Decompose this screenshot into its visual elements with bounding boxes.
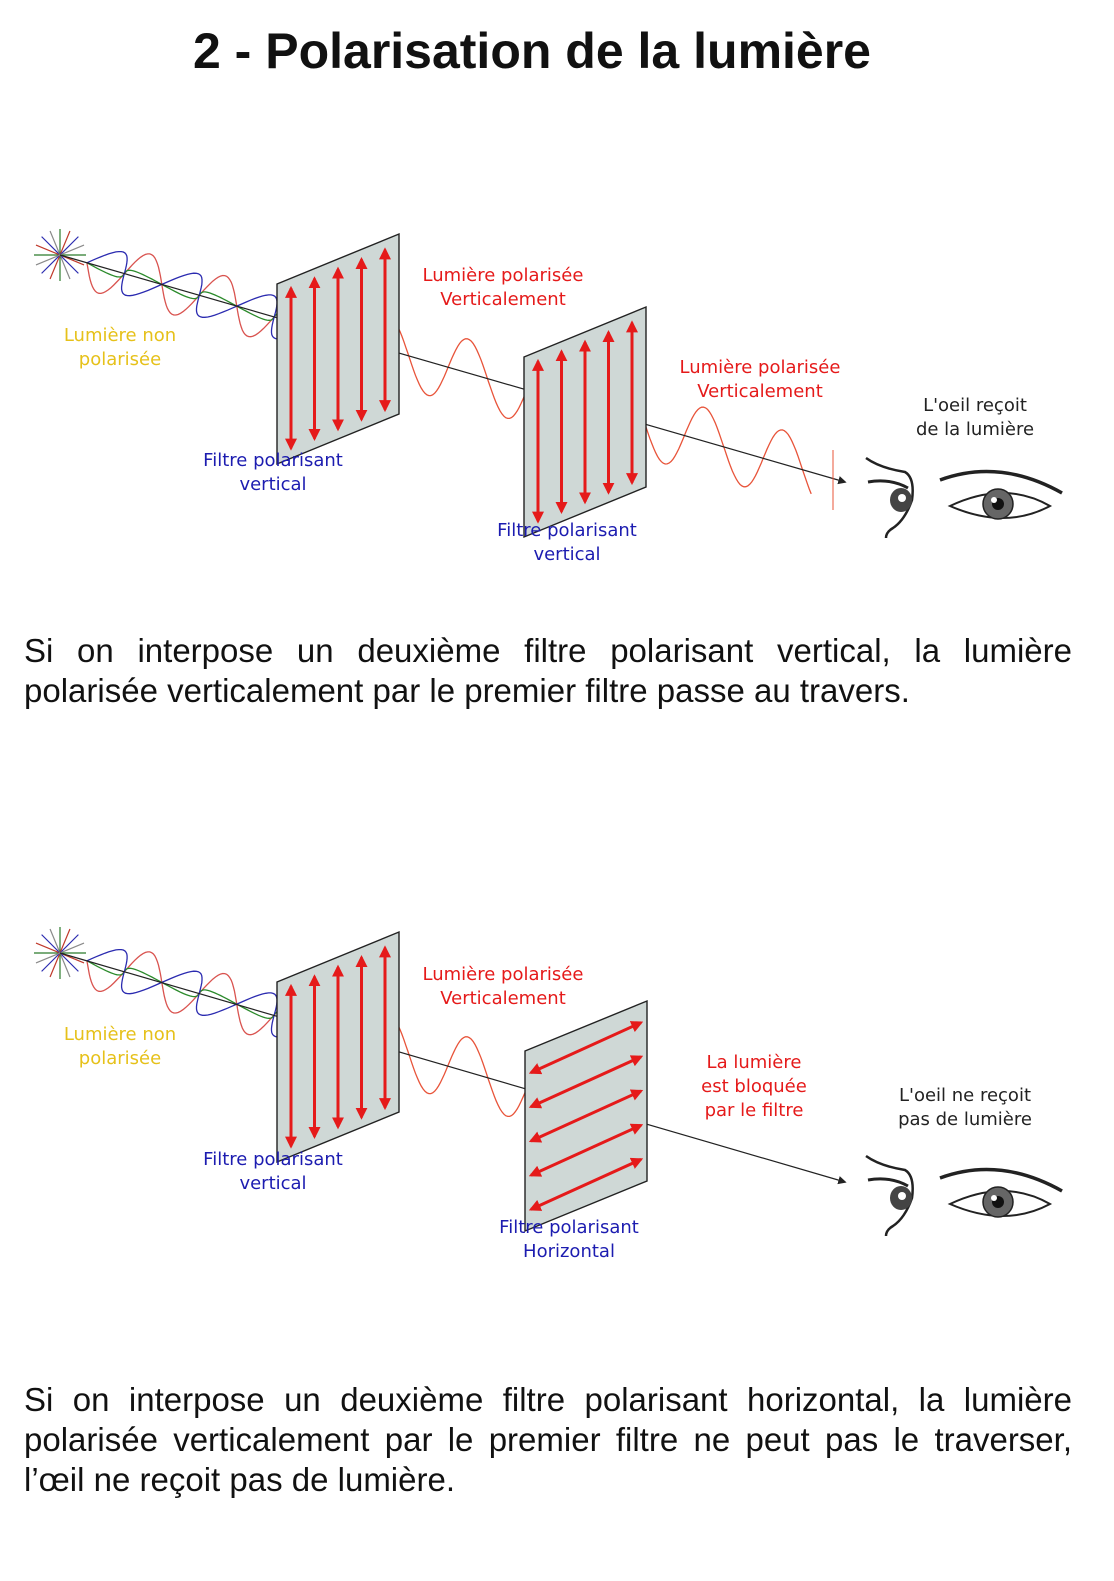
light-beam-axis [59, 952, 847, 1185]
light-beam-axis [59, 254, 847, 485]
eye-icon [865, 456, 1063, 539]
diagram-drawing [34, 927, 1063, 1237]
eye-icon [865, 1154, 1063, 1237]
polarization-axis-arrow [528, 1157, 644, 1211]
filter-2-vertical [523, 305, 647, 539]
filter-1-vertical [276, 930, 400, 1164]
filter-2-horizontal [524, 999, 648, 1233]
diagram-drawing [34, 229, 1063, 539]
filter-1-vertical [276, 232, 400, 466]
page-title: 2 - Polarisation de la lumière [192, 23, 871, 79]
paragraph-horizontal-filter: Si on interpose un deuxième filtre polar… [24, 1381, 1072, 1498]
paragraph-vertical-filter: Si on interpose un deuxième filtre polar… [24, 632, 1072, 709]
